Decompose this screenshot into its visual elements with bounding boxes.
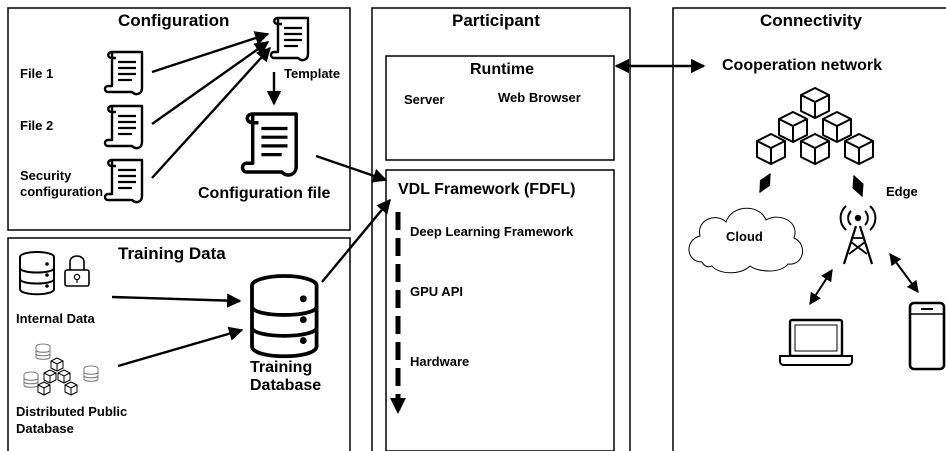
runtime-title: Runtime	[470, 61, 534, 78]
runtime-browser-label: Web Browser	[498, 90, 581, 105]
configuration-panel	[7, 7, 351, 231]
framework-layer-hardware: Hardware	[410, 354, 469, 369]
file-2-icon	[103, 104, 144, 150]
arrow-file1-template	[151, 31, 270, 74]
laptop-icon	[779, 318, 853, 366]
arrow-file2-template	[151, 41, 270, 125]
internal-data-label: Internal Data	[16, 311, 96, 326]
training-database-icon	[250, 274, 319, 359]
arrow-trainingdb-framework	[321, 198, 391, 283]
security-config-label-line2: configuration	[20, 184, 103, 199]
lock-icon	[64, 255, 90, 287]
edge-tower-icon	[839, 205, 877, 265]
training-database-label-line1: Training	[250, 359, 312, 376]
template-icon	[269, 16, 310, 62]
training-database-label-line2: Database	[250, 377, 321, 394]
cloud-icon	[688, 207, 803, 274]
framework-box	[385, 169, 615, 451]
arrow-edge-laptop	[809, 268, 833, 306]
configuration-file-label: Configuration file	[198, 185, 331, 202]
arrow-configfile-framework	[315, 154, 388, 183]
configuration-file-icon	[240, 112, 298, 177]
framework-arrowhead	[390, 398, 406, 414]
arrow-edge-phone	[889, 253, 919, 293]
arrow-security-template	[151, 46, 271, 179]
cooperation-network-label: Cooperation network	[722, 57, 882, 74]
distributed-public-db-label-line2: Database	[16, 421, 74, 436]
file-1-label: File 1	[20, 66, 53, 81]
training-data-title: Training Data	[118, 244, 226, 263]
framework-layer-gpu-api: GPU API	[410, 284, 463, 299]
participant-panel	[371, 7, 631, 451]
arrow-network-cloud	[759, 172, 771, 194]
training-data-panel	[7, 237, 351, 451]
file-1-icon	[103, 50, 144, 96]
file-2-label: File 2	[20, 118, 53, 133]
participant-title: Participant	[452, 11, 540, 30]
security-config-label-line1: Security	[20, 168, 72, 183]
edge-label: Edge	[886, 184, 918, 199]
connectivity-title: Connectivity	[760, 11, 863, 30]
smartphone-icon	[908, 301, 946, 371]
arrow-internal-trainingdb	[111, 293, 242, 308]
template-label: Template	[284, 66, 340, 81]
arrow-public-trainingdb	[117, 326, 244, 368]
cloud-label: Cloud	[726, 229, 763, 244]
arrow-network-edge	[852, 174, 864, 198]
configuration-title: Configuration	[118, 11, 229, 30]
distributed-public-db-icon	[23, 343, 99, 396]
framework-layer-deep-learning: Deep Learning Framework	[410, 224, 574, 239]
internal-data-icon	[19, 251, 55, 296]
cooperation-network-cubes-icon	[756, 87, 874, 165]
distributed-public-db-label-line1: Distributed Public	[16, 404, 127, 419]
security-config-icon	[103, 158, 144, 204]
runtime-box	[385, 55, 615, 161]
connectivity-panel	[672, 7, 946, 451]
runtime-server-label: Server	[404, 92, 444, 107]
framework-title: VDL Framework (FDFL)	[398, 181, 576, 198]
